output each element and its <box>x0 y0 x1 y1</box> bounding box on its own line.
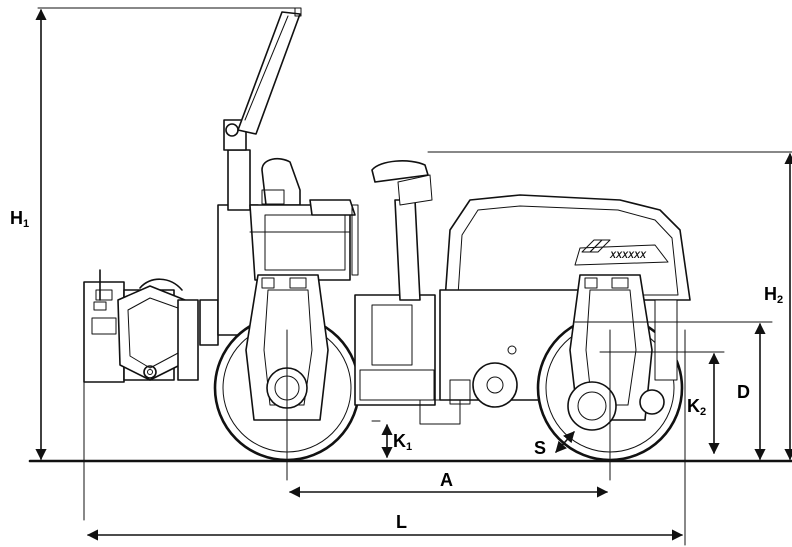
label-l: L <box>396 512 407 532</box>
dimension-labels: H1 H2 D K2 K1 A L S <box>10 208 783 532</box>
middle-chassis <box>354 160 436 406</box>
label-h2: H2 <box>764 284 783 306</box>
roller-machine: XXXXXX <box>83 7 691 481</box>
label-k2: K2 <box>687 396 706 418</box>
label-k1: K1 <box>393 431 412 453</box>
operator-frame <box>199 7 359 346</box>
label-d: D <box>737 382 750 402</box>
decal-text: XXXXXX <box>609 250 647 260</box>
front-drum <box>213 274 361 481</box>
dimension-lines <box>35 7 792 546</box>
s-indicator-line <box>555 431 575 453</box>
label-s: S <box>534 438 546 458</box>
label-a: A <box>440 470 453 490</box>
edge-cutter-attachment <box>83 269 199 383</box>
label-h1: H1 <box>10 208 29 230</box>
